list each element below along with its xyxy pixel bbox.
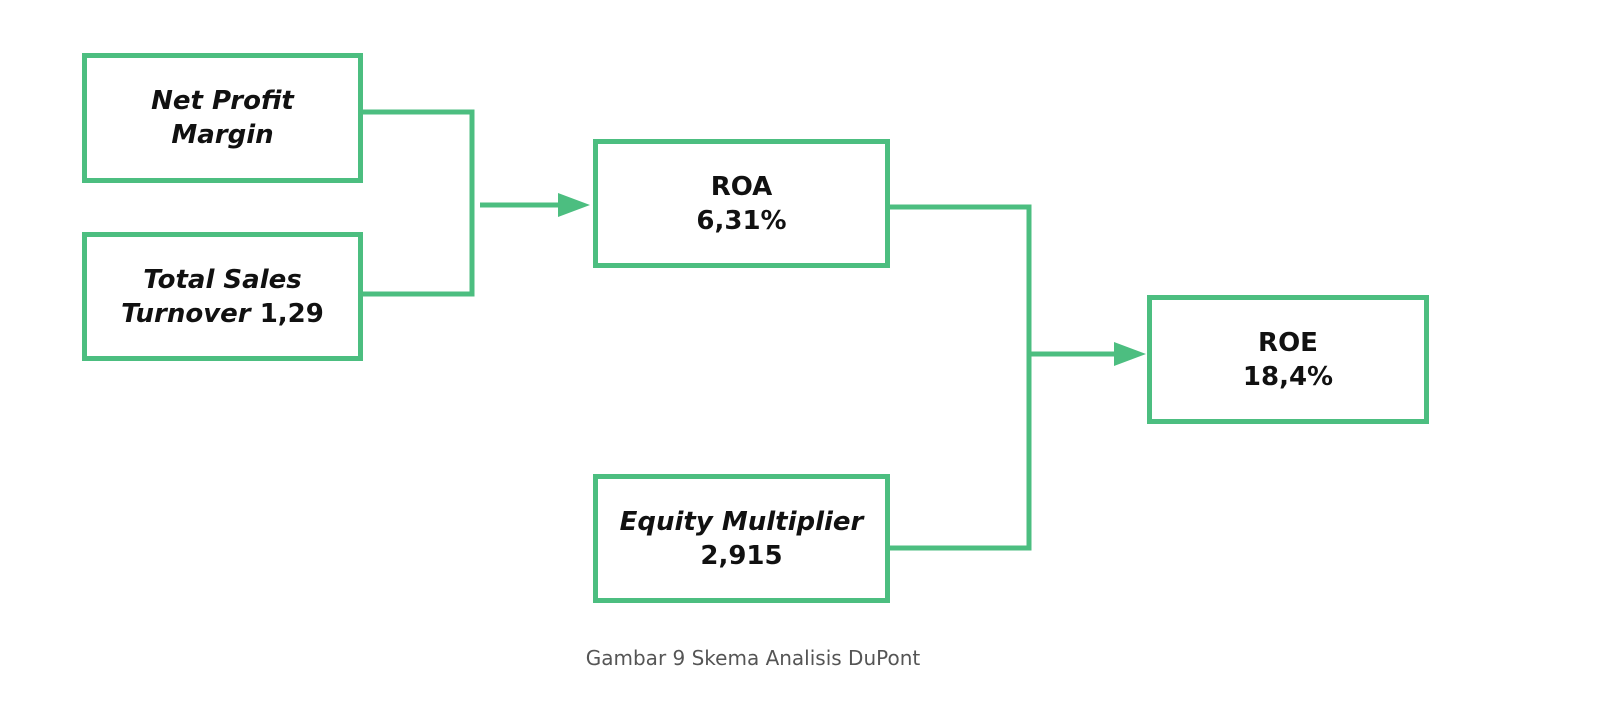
node-total-sales-turnover-line2: Turnover 1,29 [121,297,324,331]
connector-roa-to-junction [890,204,1032,551]
node-net-profit-margin-line1: Net Profit [151,86,294,116]
node-equity-multiplier-value: 2,915 [700,540,783,571]
connector-npm-to-junction [363,109,475,297]
node-total-sales-turnover-value: 1,29 [259,298,324,329]
node-roe: ROE 18,4% [1147,295,1429,424]
node-equity-multiplier-label: Equity Multiplier [619,506,864,537]
node-roe-value: 18,4% [1242,361,1334,392]
node-roa-label: ROA [710,171,773,202]
arrowhead-to-roa [558,193,590,217]
node-roe-label: ROE [1258,327,1318,358]
node-net-profit-margin-line2: Margin [171,120,274,150]
node-net-profit-margin: Net Profit Margin [82,53,363,183]
node-total-sales-turnover-line1: Total Sales [143,264,302,295]
node-equity-multiplier: Equity Multiplier 2,915 [593,474,890,603]
node-roa: ROA 6,31% [593,139,890,268]
arrowhead-to-roe [1114,342,1146,366]
figure-caption: Gambar 9 Skema Analisis DuPont [585,646,921,670]
node-roa-value: 6,31% [696,205,787,236]
node-total-sales-turnover: Total Sales Turnover 1,29 [82,232,363,361]
node-total-sales-turnover-label: Turnover [121,298,251,329]
